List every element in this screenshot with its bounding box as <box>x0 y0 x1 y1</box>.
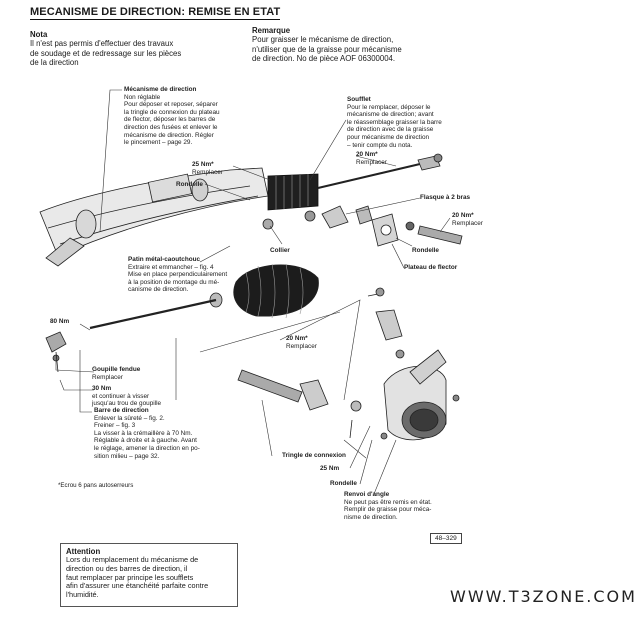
callout-torque-80: 80 Nm <box>50 318 70 325</box>
nota-heading: Nota <box>30 30 48 39</box>
text-line: afin d'assurer une étanchéité parfaite c… <box>66 581 209 591</box>
text-line: Lors du remplacement du mécanisme de <box>66 555 199 564</box>
text-line: de la direction <box>30 58 79 67</box>
text-line: l'humidité. <box>66 590 99 600</box>
remarque-note: Remarque Pour graisser le mécanisme de d… <box>252 26 472 64</box>
text-line: le réglage, amener la direction en po- <box>94 444 200 452</box>
text-line: de soudage et de redressage sur les pièc… <box>30 48 182 58</box>
callout-flector-plate: Plateau de flector <box>404 264 458 271</box>
connecting-rod <box>237 369 303 403</box>
footnote: *Ecrou 6 pans autoserreurs <box>58 482 134 489</box>
bellows-top <box>267 173 319 211</box>
remarque-heading: Remarque <box>252 26 291 35</box>
callout-flange: Flasque à 2 bras <box>420 194 471 201</box>
text-line: Remplacer <box>286 342 317 350</box>
nota-note: Nota Il n'est pas permis d'effectuer des… <box>30 30 230 68</box>
text-line: Pour graisser le mécanisme de direction, <box>252 35 394 44</box>
callout-washer-right: Rondelle <box>412 247 439 254</box>
text-line: la tringle de connexion du plateau <box>124 108 220 116</box>
callout-connecting-rod: Tringle de connexion <box>282 452 346 459</box>
callout-angle-gearbox: Renvoi d'angle Ne peut pas être remis en… <box>344 491 464 521</box>
callout-washer-bottom: Rondelle <box>330 480 357 487</box>
text-line: Pour déposer et reposer, séparer <box>124 101 218 109</box>
text-line: Ne peut pas être remis en état. <box>344 498 432 506</box>
callout-torque-25-top: 25 Nm* Remplacer <box>192 161 223 176</box>
callout-clamp: Collier <box>270 247 290 254</box>
text-line: n'utiliser que de la graisse pour mécani… <box>252 44 402 54</box>
text-line: Enlever la sûreté – fig. 2. <box>94 414 165 422</box>
callout-washer-top: Rondelle <box>176 181 203 188</box>
text-line: Remplir de graisse pour méca- <box>344 506 432 514</box>
bellows-bottom <box>233 263 319 319</box>
text-line: de direction. No de pièce AOF 06300004. <box>252 54 396 63</box>
nota-text: Il n'est pas permis d'effectuer des trav… <box>30 39 230 68</box>
text-line: Réglable à droite et à gauche. Avant <box>94 437 197 445</box>
text-line: La visser à la crémaillère à 70 Nm. <box>94 429 193 437</box>
figure-reference: 48–329 <box>430 533 462 544</box>
text-line: Mise en place perpendiculairement <box>128 271 228 279</box>
text-line: jusqu'au trou de goupille <box>92 400 162 408</box>
callout-torque-20-right: 20 Nm* Remplacer <box>452 212 483 227</box>
text-line: nisme de direction. <box>344 513 398 521</box>
text-line: Extraire et emmancher – fig. 4 <box>128 263 214 271</box>
callout-torque-25-bottom: 25 Nm <box>320 465 340 472</box>
text-line: Remplacer <box>192 168 223 176</box>
remarque-text: Pour graisser le mécanisme de direction,… <box>252 35 472 64</box>
attention-box: Attention Lors du remplacement du mécani… <box>60 543 238 607</box>
flange-two-arms <box>321 205 349 229</box>
text-line: – tenir compte du nota. <box>347 141 413 149</box>
text-line: direction ou des barres de direction, il <box>66 563 188 573</box>
tie-rod-bottom <box>89 298 217 330</box>
text-line: Il n'est pas permis d'effectuer des trav… <box>30 39 174 48</box>
steering-rack-housing <box>39 167 269 267</box>
text-line: Remplacer <box>356 158 387 166</box>
text-line: Non réglable <box>124 93 161 101</box>
text-line: Remplacer <box>452 219 483 227</box>
text-line: sition milieu – page 32. <box>94 452 160 460</box>
text-line: mécanisme de direction. Régler <box>124 131 214 139</box>
text-line: de flector, déposer les barres de <box>124 116 216 124</box>
callout-torque-20-top: 20 Nm* Remplacer <box>356 151 387 166</box>
page-title: MECANISME DE DIRECTION: REMISE EN ETAT <box>30 6 281 20</box>
text-line: direction des fusées et enlever le <box>124 123 218 131</box>
text-line: et continuer à visser <box>92 392 150 400</box>
tie-rod-top <box>317 163 421 189</box>
text-line: à la position de montage du mé- <box>128 278 220 286</box>
text-line: le réassemblage graisser la barre <box>347 118 442 126</box>
watermark: WWW.T3ZONE.COM <box>450 587 637 606</box>
text-line: Remplacer <box>92 373 123 381</box>
text-line: canisme de direction. <box>128 286 189 294</box>
text-line: Pour le remplacer, déposer le <box>347 103 431 111</box>
callout-cotter-pin: Goupille fendue Remplacer <box>92 366 141 381</box>
text-line: Freiner – fig. 3 <box>94 422 136 430</box>
text-line: pour mécanisme de direction <box>347 133 430 141</box>
text-line: de direction avec de la graisse <box>347 126 434 134</box>
tie-rod-end-bottom <box>45 331 67 353</box>
text-line: faut remplacer par principe les soufflet… <box>66 572 194 582</box>
text-line: le pincement – page 29. <box>124 139 193 147</box>
callout-torque-20-mid: 20 Nm* Remplacer <box>286 335 317 350</box>
callout-rubber-bushing: Patin métal-caoutchouc Extraire et emman… <box>128 256 248 294</box>
angle-gearbox <box>380 349 460 441</box>
attention-heading: Attention <box>66 547 101 556</box>
text-line: mécanisme de direction; avant <box>347 111 434 119</box>
callout-tie-rod: Barre de direction Enlever la sûreté – f… <box>94 407 244 460</box>
